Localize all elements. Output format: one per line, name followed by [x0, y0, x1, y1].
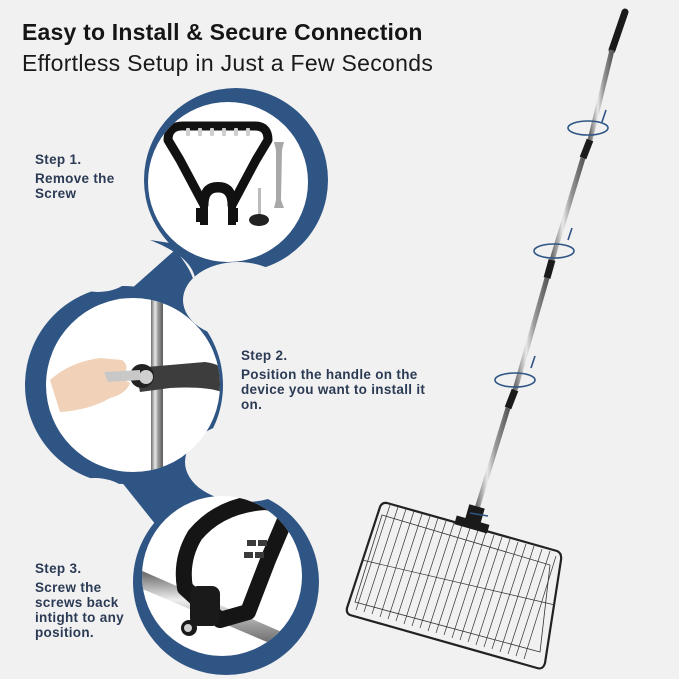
- step-2-heading: Step 2.: [241, 348, 288, 363]
- page-subtitle: Effortless Setup in Just a Few Seconds: [22, 50, 434, 76]
- step3-image: [142, 496, 302, 656]
- step-2-text: Step 2. Position the handle on the devic…: [241, 348, 431, 412]
- product-pole-image: [463, 8, 629, 530]
- step2-image: [46, 298, 220, 472]
- step1-image: [148, 102, 308, 262]
- wire-mesh-scoop-image: [345, 501, 563, 670]
- rotate-arrow-icon: [469, 109, 609, 517]
- step-3-heading: Step 3.: [35, 561, 82, 576]
- step-2-body: Position the handle on the device you wa…: [241, 367, 426, 412]
- step-1-body: Remove the Screw: [35, 171, 115, 201]
- step-1-heading: Step 1.: [35, 152, 82, 167]
- step-1-text: Step 1. Remove the Screw: [35, 152, 145, 201]
- step-3-text: Step 3. Screw the screws back intight to…: [35, 561, 145, 640]
- step-3-body: Screw the screws back intight to any pos…: [35, 580, 124, 640]
- page-title: Easy to Install & Secure Connection: [22, 19, 423, 45]
